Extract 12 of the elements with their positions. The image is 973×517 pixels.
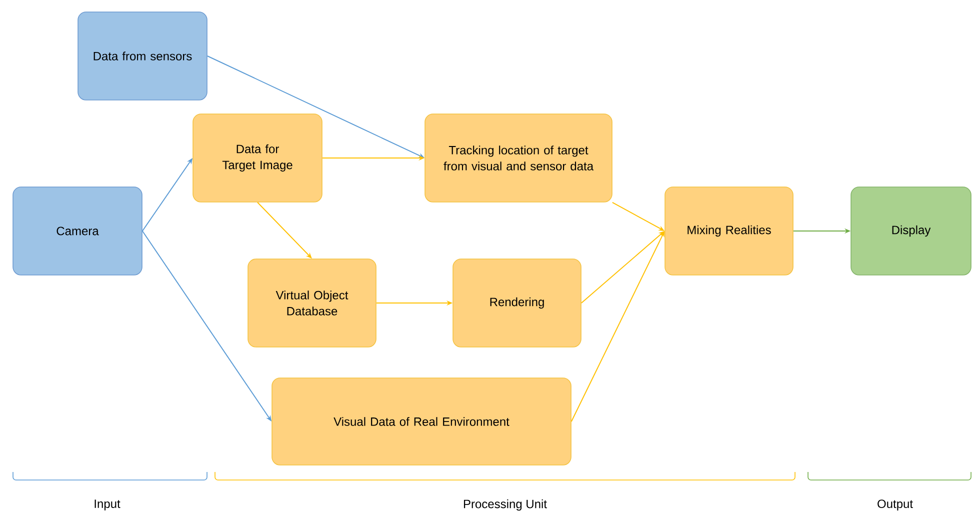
- process-box: Data for Target Image: [192, 114, 322, 202]
- group-label: Processing Unit: [464, 499, 547, 511]
- process-box: Rendering: [452, 258, 582, 348]
- input-box: Camera: [12, 186, 142, 276]
- process-box: Virtual Object Database: [248, 258, 376, 348]
- process-box: Tracking location of target from visual and sensor data: [424, 114, 612, 202]
- process-box: Visual Data of Real Environment: [272, 378, 572, 466]
- input-box: Data from sensors: [78, 12, 208, 100]
- output-box: Display: [850, 186, 972, 276]
- group-label: Output: [878, 500, 913, 510]
- group-label: Input: [94, 500, 120, 510]
- process-box: Mixing Realities: [664, 186, 794, 276]
